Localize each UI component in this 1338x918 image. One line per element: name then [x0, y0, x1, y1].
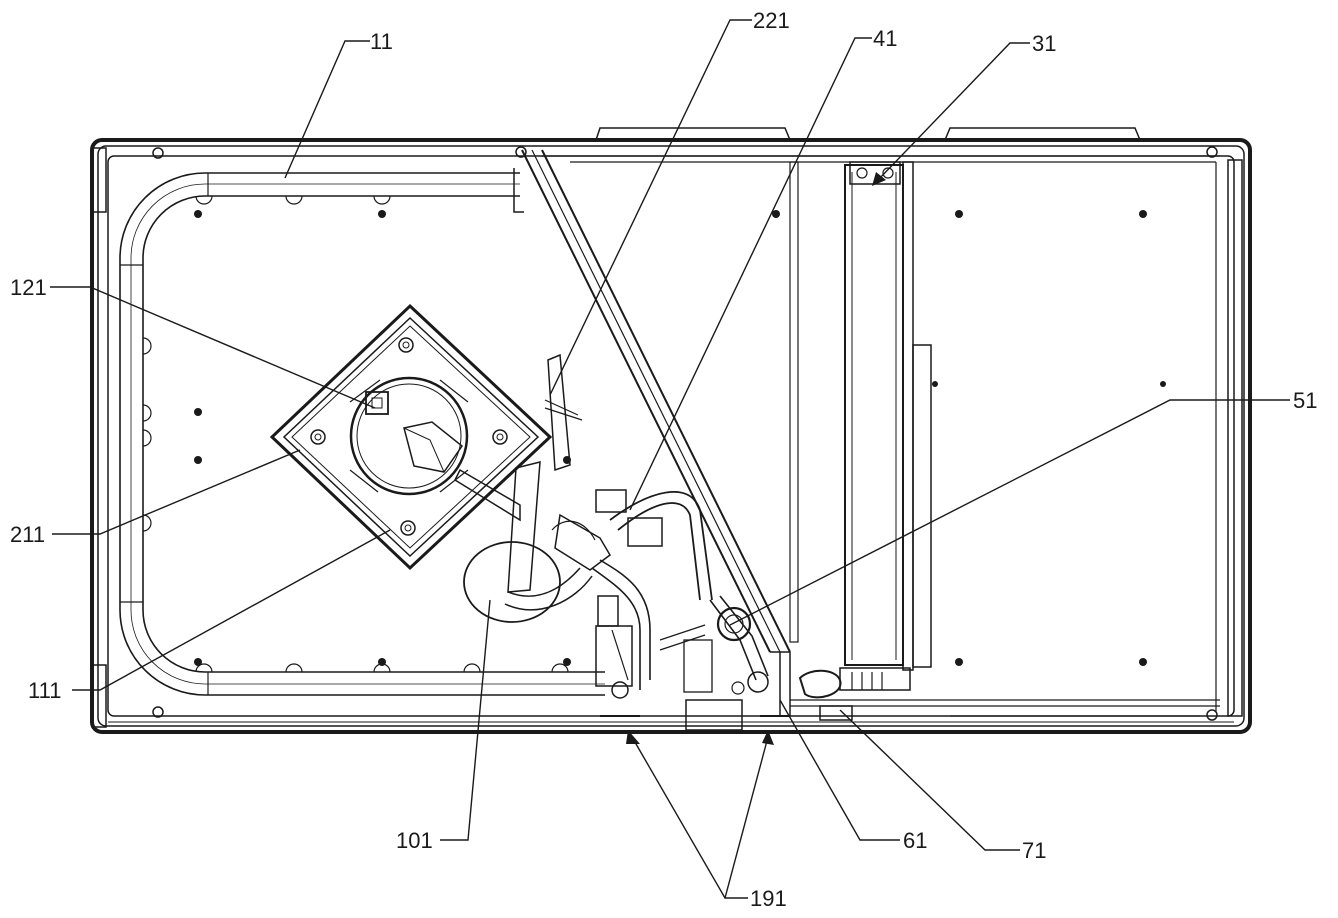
diagonal-partition [521, 149, 791, 716]
label-101: 101 [396, 828, 433, 853]
label-61: 61 [903, 828, 927, 853]
label-11: 11 [370, 29, 393, 54]
label-31: 31 [1032, 31, 1056, 56]
label-221: 221 [753, 8, 790, 33]
heat-exchanger-31 [542, 155, 1220, 717]
mounting-holes [194, 210, 1166, 666]
label-191: 191 [750, 886, 787, 911]
label-51: 51 [1293, 388, 1317, 413]
label-211: 211 [10, 522, 45, 547]
outer-housing [90, 127, 1252, 734]
edge-bumps [142, 195, 569, 673]
label-121: 121 [10, 275, 47, 300]
label-41: 41 [873, 26, 897, 51]
u-shaped-pipe-11 [119, 168, 605, 696]
label-111: 111 [28, 678, 61, 703]
reference-numerals: 11 221 41 31 121 51 211 111 101 61 71 19… [10, 8, 1317, 911]
pipe-network [454, 353, 883, 731]
fan-assembly [269, 303, 553, 571]
label-71: 71 [1022, 838, 1046, 863]
leader-lines [50, 19, 1290, 899]
